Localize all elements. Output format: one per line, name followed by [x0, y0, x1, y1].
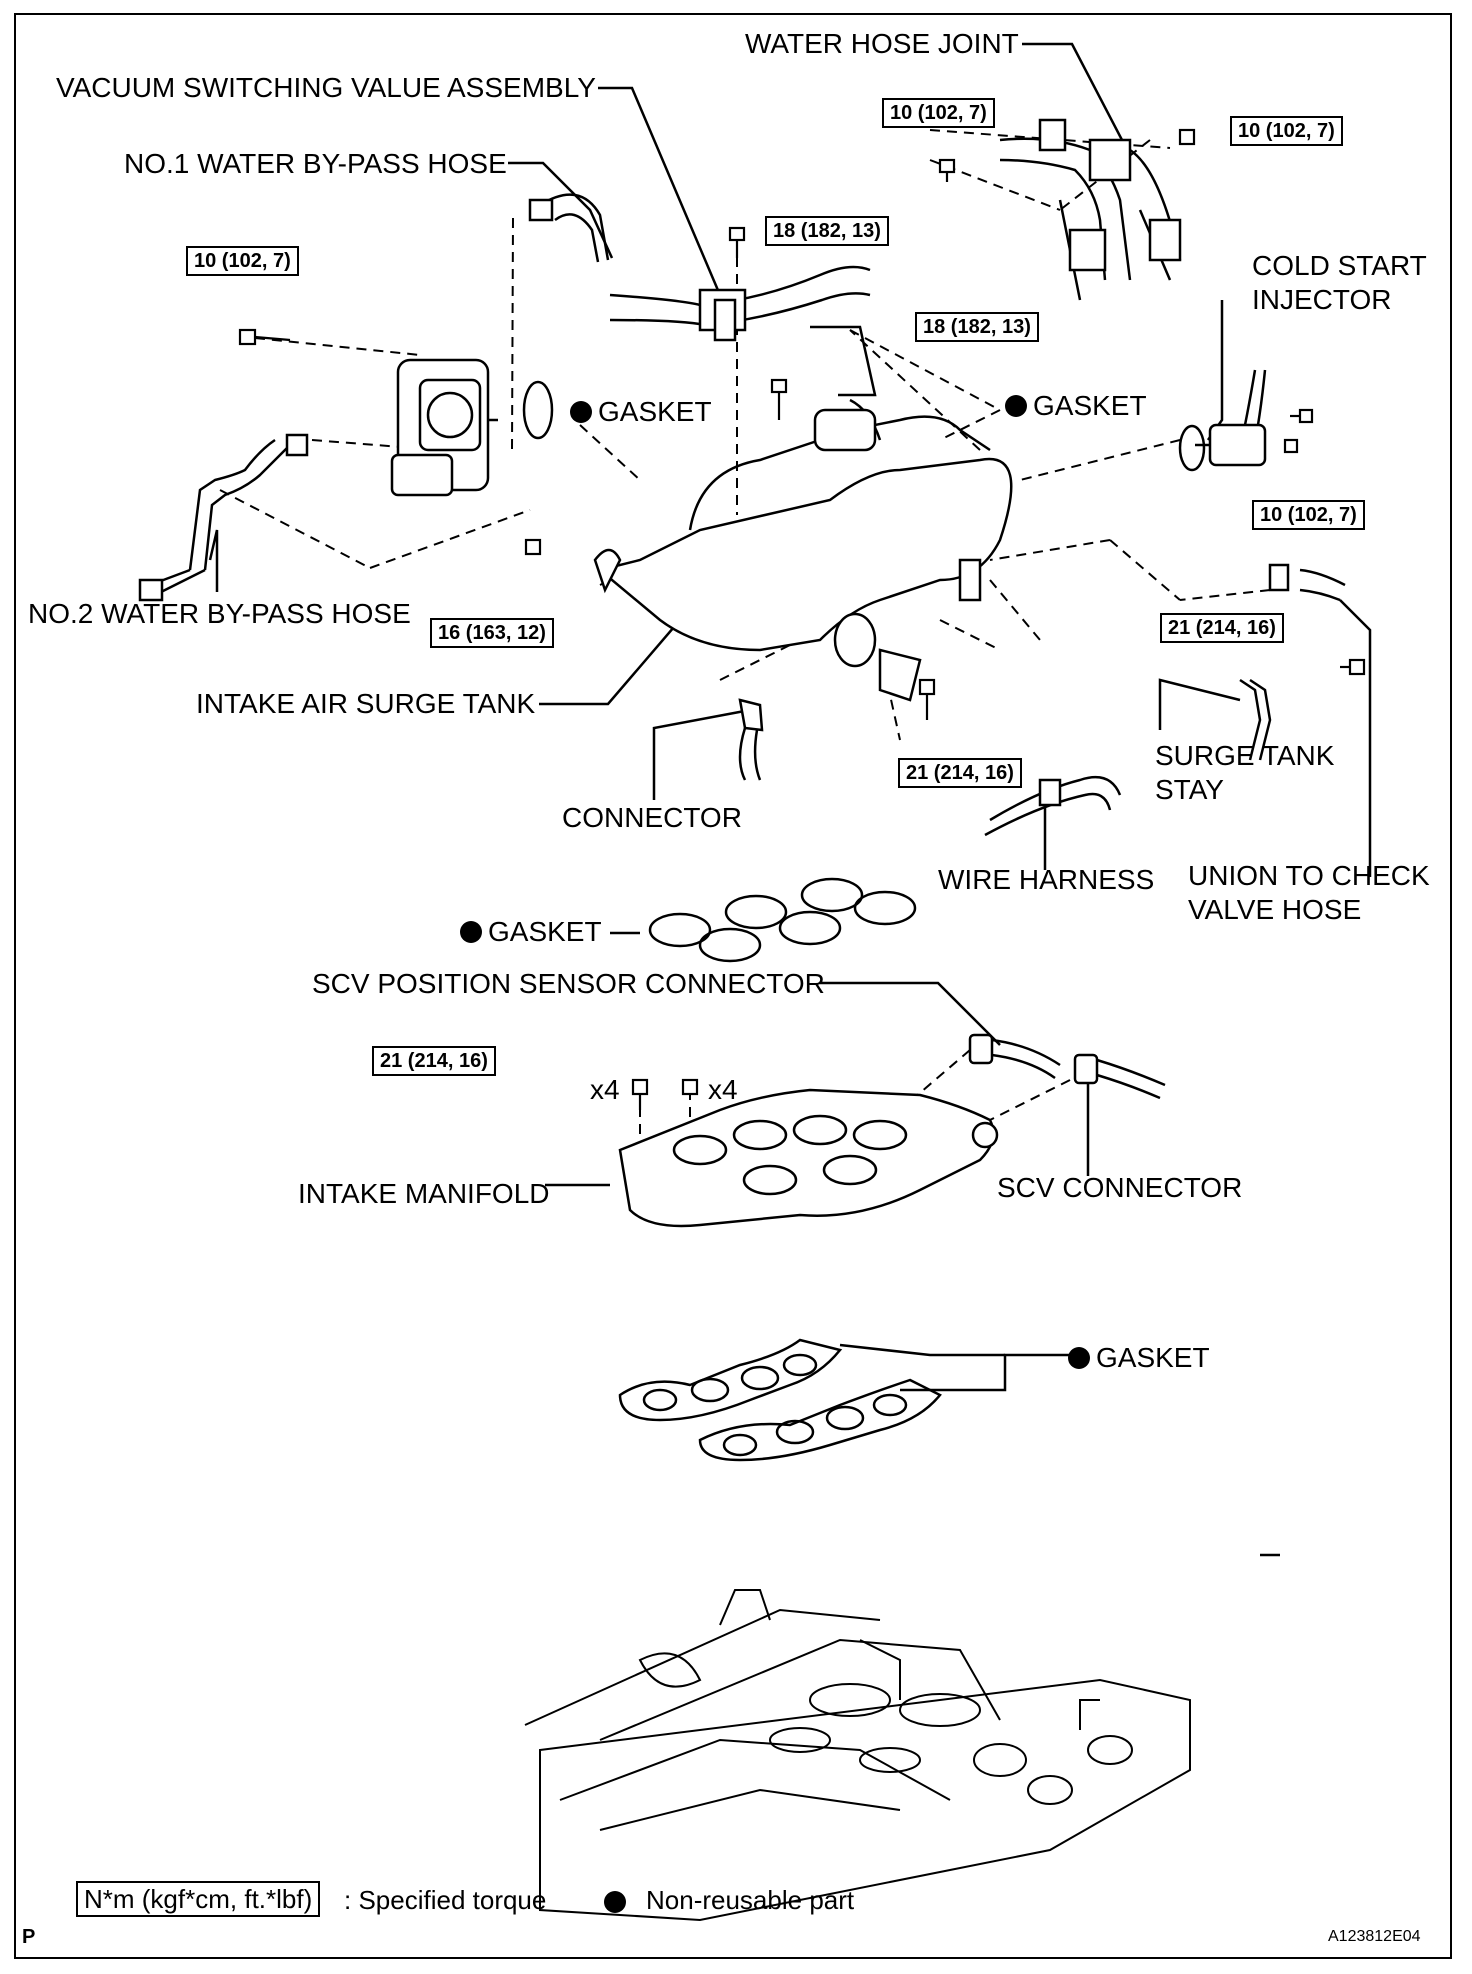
label-vacuum-switching-value-assembly: VACUUM SWITCHING VALUE ASSEMBLY [56, 72, 596, 103]
torque-box-10-left: 10 (102, 7) [882, 98, 995, 128]
label-cold-start-injector-line2: INJECTOR [1252, 284, 1392, 315]
torque-box-18-mid: 18 (182, 13) [915, 312, 1039, 342]
torque-box-10-right: 10 (102, 7) [1230, 116, 1343, 146]
label-union-to-check-valve-hose-line1: UNION TO CHECK [1188, 860, 1430, 891]
corner-mark-p: P [22, 1926, 36, 1948]
torque-box-10-injector: 10 (102, 7) [1252, 500, 1365, 530]
label-scv-position-sensor-connector: SCV POSITION SENSOR CONNECTOR [312, 968, 825, 999]
diagram-frame [14, 13, 1452, 1959]
label-gasket-intake-upper: GASKET [460, 916, 602, 948]
non-reusable-mark [570, 401, 592, 423]
label-intake-air-surge-tank: INTAKE AIR SURGE TANK [196, 688, 536, 719]
label-x4-right: x4 [708, 1074, 738, 1105]
non-reusable-mark [1068, 1347, 1090, 1369]
legend-non-reusable-part: Non-reusable part [646, 1885, 855, 1915]
label-cold-start-injector-line1: COLD START [1252, 250, 1427, 281]
label-gasket-throttle: GASKET [570, 396, 712, 428]
label-gasket-intake-lower: GASKET [1068, 1342, 1210, 1374]
torque-box-10-throttle: 10 (102, 7) [186, 246, 299, 276]
label-no2-water-bypass-hose: NO.2 WATER BY-PASS HOSE [28, 598, 411, 629]
label-surge-tank-stay-line1: SURGE TANK [1155, 740, 1335, 771]
label-surge-tank-stay-line2: STAY [1155, 774, 1224, 805]
label-scv-connector: SCV CONNECTOR [997, 1172, 1243, 1203]
non-reusable-mark [1005, 395, 1027, 417]
label-wire-harness: WIRE HARNESS [938, 864, 1155, 895]
torque-box-21-harness: 21 (214, 16) [898, 758, 1022, 788]
figure-code: A123812E04 [1328, 1928, 1421, 1945]
label-x4-left: x4 [590, 1074, 620, 1105]
legend-specified-torque: : Specified torque [344, 1885, 547, 1915]
label-connector: CONNECTOR [562, 802, 742, 833]
torque-box-21-stay: 21 (214, 16) [1160, 613, 1284, 643]
label-water-hose-joint: WATER HOSE JOINT [745, 28, 1019, 59]
torque-box-21-manifold: 21 (214, 16) [372, 1046, 496, 1076]
label-intake-manifold: INTAKE MANIFOLD [298, 1178, 550, 1209]
label-gasket-injector: GASKET [1005, 390, 1147, 422]
label-no1-water-bypass-hose: NO.1 WATER BY-PASS HOSE [124, 148, 507, 179]
legend-torque-unit-box: N*m (kgf*cm, ft.*lbf) [76, 1881, 321, 1917]
non-reusable-mark [460, 921, 482, 943]
torque-box-18-top: 18 (182, 13) [765, 216, 889, 246]
label-union-to-check-valve-hose-line2: VALVE HOSE [1188, 894, 1362, 925]
torque-box-16: 16 (163, 12) [430, 618, 554, 648]
